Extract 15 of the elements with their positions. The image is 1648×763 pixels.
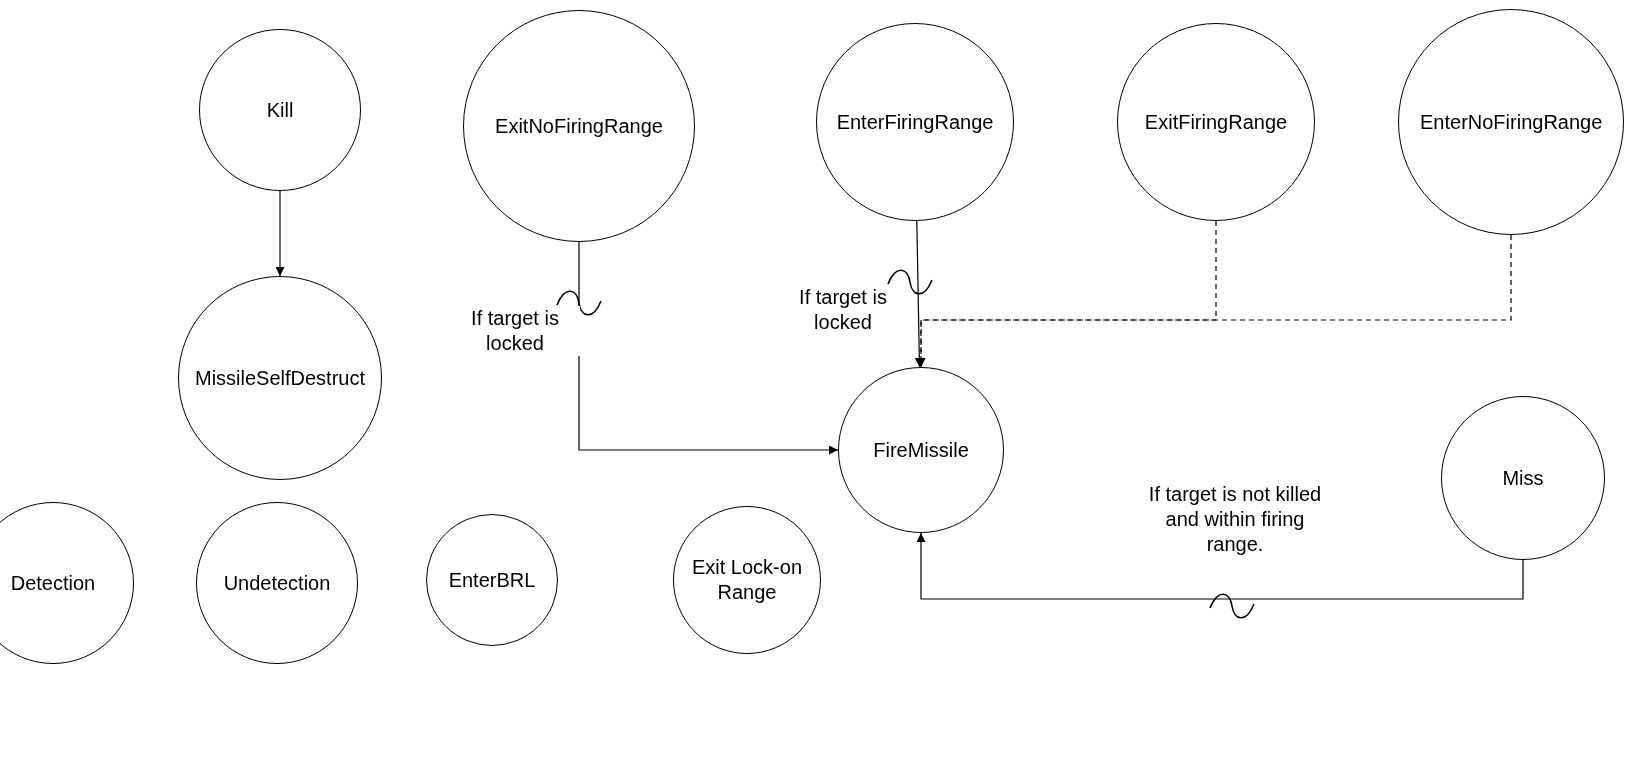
state-name: Kill [265, 97, 295, 123]
state-name: EnterNoFiringRange [1419, 109, 1604, 135]
arrow [916, 532, 1524, 600]
state-name: Miss [1501, 465, 1545, 491]
state-name: EnterFiringRange [835, 109, 995, 135]
state-name: Undetection [222, 570, 332, 596]
state-name: Exit Lock-on Range [690, 555, 804, 605]
state-name: Detection [9, 570, 97, 596]
state-name: FireMissile [872, 437, 970, 463]
state-name: ExitNoFiringRange [494, 113, 664, 139]
arrow [578, 241, 839, 455]
state-name: MissileSelfDestruct [193, 365, 366, 391]
state-name: ExitFiringRange [1143, 109, 1289, 135]
arrow [275, 190, 285, 277]
state-name: EnterBRL [447, 567, 537, 593]
